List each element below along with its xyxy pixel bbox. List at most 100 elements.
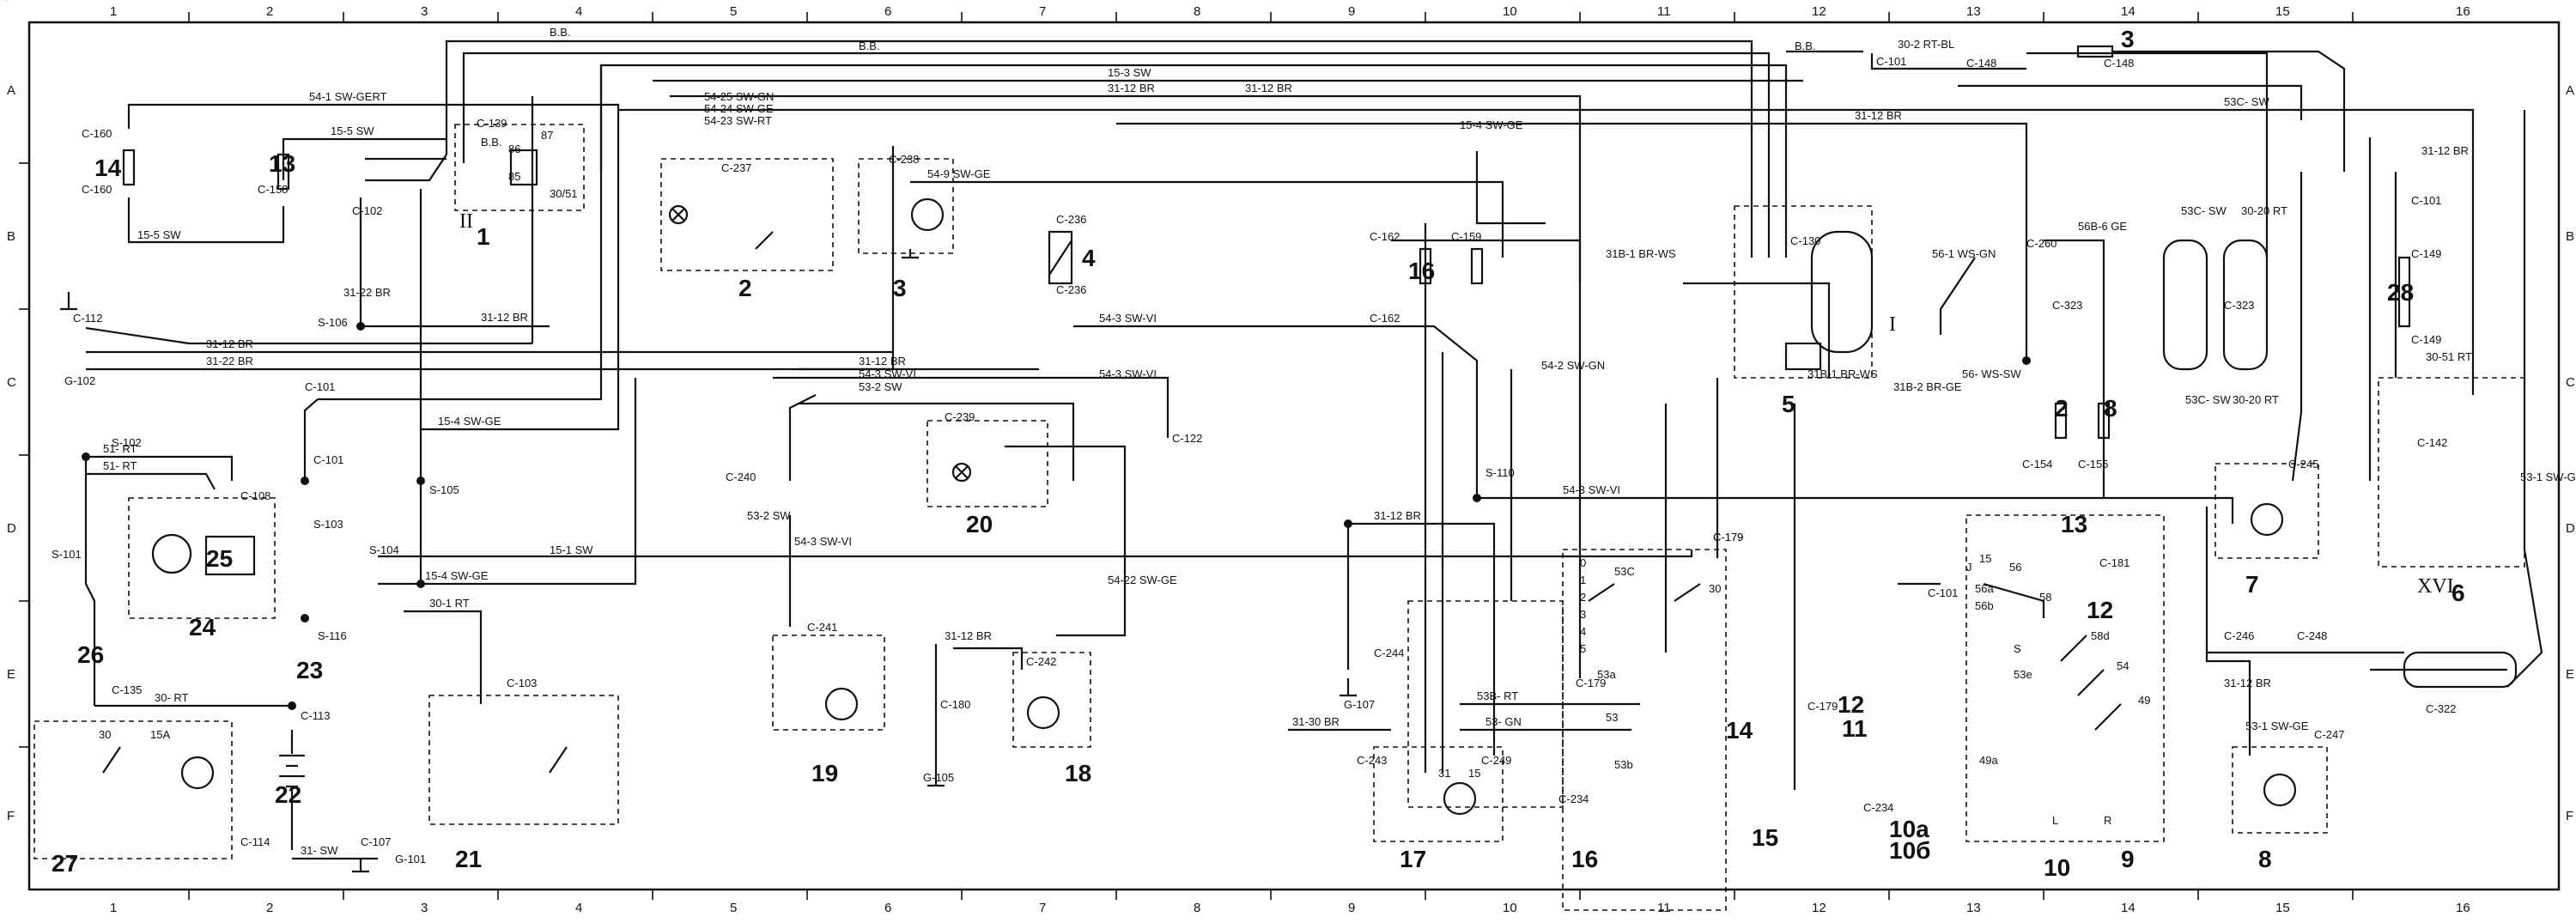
connector-label: C-142 <box>2417 436 2447 449</box>
connector-label: C-179 <box>1807 700 1838 713</box>
connector-label: G-101 <box>395 853 426 865</box>
connector-label: C-236 <box>1056 213 1086 226</box>
component-label-c16b: 16 <box>1571 846 1598 872</box>
grid-row-label: F <box>7 809 15 823</box>
component-label-c10b: 10б <box>1889 837 1930 864</box>
component-label-c20: 20 <box>966 511 993 537</box>
terminal-label: 53C <box>1614 565 1635 578</box>
wire-label: 53C- SW <box>2185 393 2231 406</box>
symbols <box>60 45 2518 873</box>
terminal-label: 3 <box>1580 608 1586 621</box>
wire-label: 30-20 RT <box>2233 393 2279 406</box>
terminal-label: 53 <box>1606 711 1618 724</box>
connector-label: C-247 <box>2314 728 2344 741</box>
terminal-label: 15 <box>1979 552 1991 565</box>
terminal-label: 31 <box>1438 767 1450 780</box>
grid-column-label: 5 <box>730 901 737 915</box>
wire-label: 30-1 RT <box>429 597 470 610</box>
component-label-c10a: 10a <box>1889 816 1929 842</box>
component-label-c24: 24 <box>189 614 216 641</box>
connector-label: C-241 <box>807 621 837 634</box>
terminal-label: 86 <box>508 143 520 155</box>
washer-tank-left-icon <box>2162 239 2208 371</box>
connector-label: G-105 <box>923 771 954 784</box>
connector-label: C-234 <box>1863 801 1893 814</box>
connector-label: C-130 <box>1790 234 1820 247</box>
component-label-c17: 17 <box>1400 846 1426 872</box>
connector-label: C-238 <box>889 153 919 166</box>
wire-label: 15-4 SW-GE <box>425 569 489 582</box>
wire-label: 31-12 BR <box>859 355 906 367</box>
connector-label: C-148 <box>2104 57 2134 70</box>
component-label-c6: 6 <box>2451 580 2465 606</box>
wire-label: 53-2 SW <box>859 380 902 393</box>
connector-label: C-244 <box>1374 647 1404 659</box>
component-label-c25: 25 <box>206 545 233 572</box>
component-label-c5: 5 <box>1782 391 1795 417</box>
grid-column-label: 8 <box>1194 4 1200 19</box>
wire-label: 54-24 SW-GE <box>704 102 774 115</box>
frame <box>27 21 2561 891</box>
component-label-c22: 22 <box>275 781 301 808</box>
terminal-label: 54 <box>2117 659 2129 672</box>
connector-label: C-103 <box>507 677 537 689</box>
wire-label: 53C- SW <box>2224 95 2269 108</box>
wire-label: 53C- SW <box>2181 204 2227 217</box>
wire-label: 31-12 BR <box>1855 109 1902 122</box>
grid-column-label: 15 <box>2275 4 2290 19</box>
terminal-label: 15 <box>1468 767 1480 780</box>
connector-label: C-162 <box>1370 312 1400 325</box>
terminal-label: 2 <box>1580 591 1586 604</box>
component-label-c26: 26 <box>77 641 104 668</box>
grid-column-label: 1 <box>110 4 117 19</box>
grid-column-label: 14 <box>2121 901 2136 915</box>
connector-label: G-102 <box>64 374 95 387</box>
terminal-label: 1 <box>1580 574 1586 586</box>
wire-label: 56- WS-SW <box>1962 367 2021 380</box>
wire-label: 54-3 SW-VI <box>859 367 916 380</box>
terminal-label: 53a <box>1597 668 1616 681</box>
wire-label: 15-5 SW <box>137 228 181 241</box>
component-label-c12b: 12 <box>2087 597 2113 623</box>
grid-column-label: 11 <box>1657 901 1671 915</box>
connector-label: C-179 <box>1576 677 1606 689</box>
connector-label: C-180 <box>940 698 970 711</box>
grid-row-label: E <box>7 667 15 682</box>
wire-label: 31-30 BR <box>1292 715 1340 728</box>
heater-4-icon <box>1048 230 1073 285</box>
fuse-16-icon <box>1419 247 1432 285</box>
grid-row-label: C <box>7 375 16 390</box>
connector-label: C-154 <box>2022 458 2052 471</box>
connector-label: S-105 <box>429 483 459 496</box>
wires <box>84 39 2543 860</box>
terminal-label: 5 <box>1580 642 1586 655</box>
wire-label: 31-22 BR <box>206 355 253 367</box>
wire-label: 31-12 BR <box>1374 509 1421 522</box>
connector-label: C-114 <box>240 835 270 848</box>
wire-label: 53-1 SW-GE <box>2520 471 2576 483</box>
terminal-label: 30/51 <box>550 187 578 200</box>
grid-row-label: B <box>2566 229 2574 244</box>
grid-column-label: 6 <box>884 901 891 915</box>
terminal-label: 58d <box>2091 629 2110 642</box>
component-label-c7: 7 <box>2245 571 2259 598</box>
wire-label: 31-22 BR <box>343 286 391 299</box>
grid-column-label: 7 <box>1039 4 1046 19</box>
component-label-c13b: 13 <box>2061 511 2087 537</box>
terminal-label: L <box>2052 814 2058 827</box>
wire-label: 15-5 SW <box>331 124 374 137</box>
wiper-motor-3-icon <box>910 197 945 232</box>
grid-row-label: F <box>2566 809 2573 823</box>
wire-label: 31-12 BR <box>2224 677 2271 689</box>
component-label-c4: 4 <box>1082 245 1096 271</box>
connector-label: C-323 <box>2052 299 2082 312</box>
fuse-8-icon <box>2054 402 2068 440</box>
grid-column-label: 12 <box>1812 901 1826 915</box>
component-label-c10: 10 <box>2044 854 2070 881</box>
roman-label: I <box>1889 313 1896 336</box>
wire-label: 54-2 SW-GN <box>1541 359 1605 372</box>
component-label-c23: 23 <box>296 657 323 683</box>
wire-label: 54-3 SW-VI <box>794 535 852 548</box>
